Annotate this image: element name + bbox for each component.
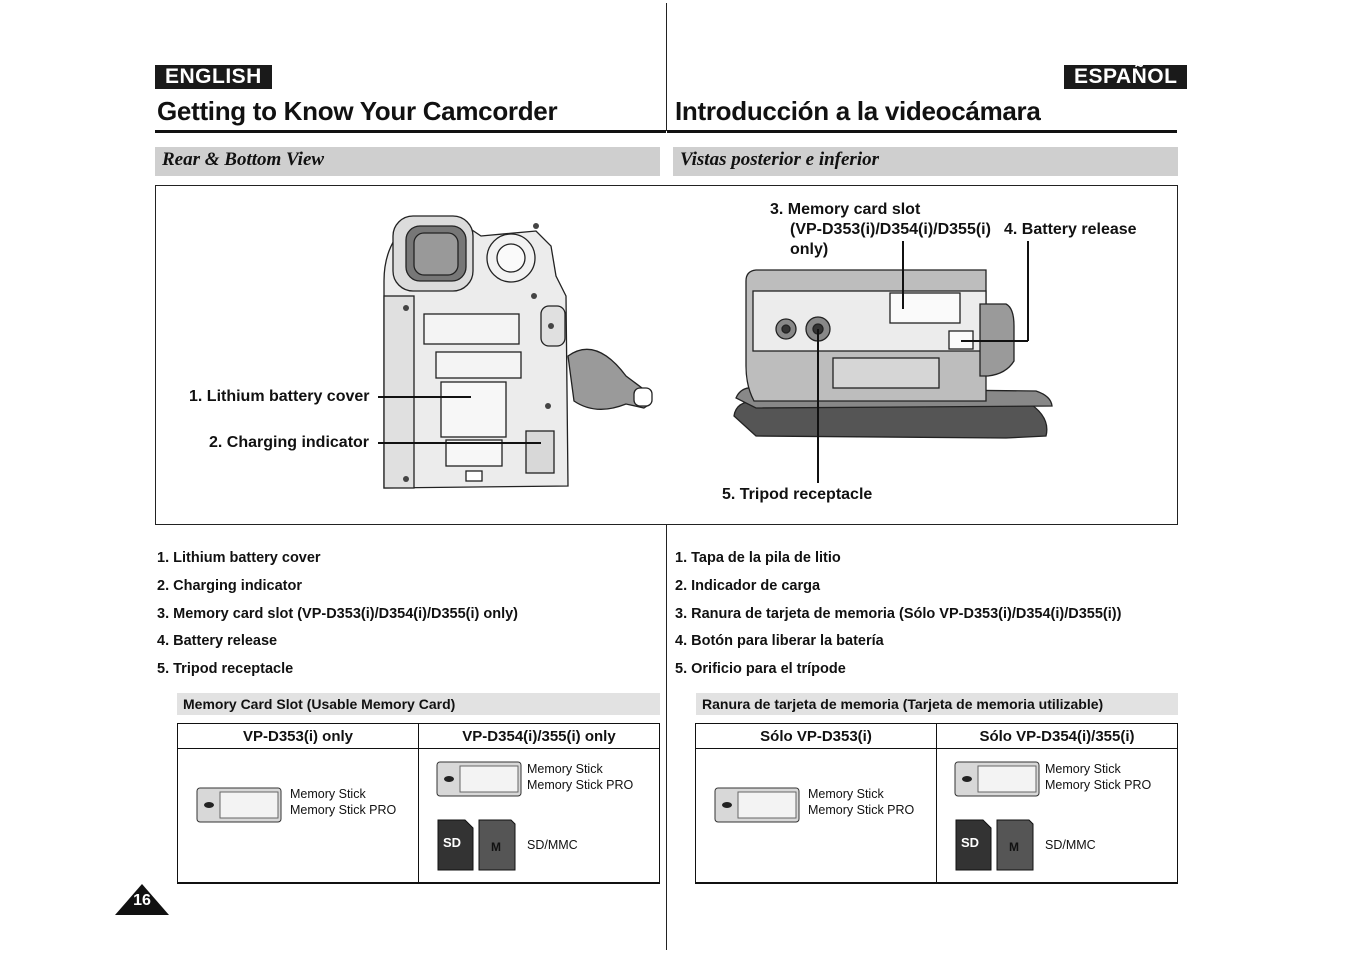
list-item: 2. Indicador de carga <box>675 577 821 594</box>
section-title-spanish: Vistas posterior e inferior <box>680 149 879 170</box>
memory-stick-pro-label: Memory Stick PRO <box>808 803 915 817</box>
table-header: Sólo VP-D354(i)/355(i) <box>936 723 1178 749</box>
list-item: 3. Memory card slot (VP-D353(i)/D354(i)/… <box>157 605 518 622</box>
svg-text:M: M <box>491 840 501 854</box>
parts-list-english: 1. Lithium battery cover 2. Charging ind… <box>157 548 518 687</box>
sd-mmc-label: SD/MMC <box>527 838 578 852</box>
callout-charging-indicator: 2. Charging indicator <box>209 434 370 451</box>
memory-stick-label: Memory Stick <box>1045 762 1121 776</box>
espanol-badge: ESPAÑOL <box>1064 65 1188 89</box>
list-item: 5. Tripod receptacle <box>157 661 294 678</box>
memory-stick-icon <box>196 787 282 823</box>
list-item: 5. Orificio para el trípode <box>675 661 846 678</box>
memory-stick-label: Memory Stick <box>290 787 366 801</box>
memory-stick-pro-label: Memory Stick PRO <box>1045 778 1152 792</box>
table-cell: Memory Stick Memory Stick PRO SD M SD/MM… <box>936 748 1178 884</box>
callout-memory-slot-line3: only) <box>790 241 829 258</box>
camcorder-figure: 1. Lithium battery cover 2. Charging ind… <box>155 185 1178 525</box>
svg-text:SD: SD <box>961 835 979 850</box>
memory-stick-pro-label: Memory Stick PRO <box>527 778 634 792</box>
table-header: VP-D354(i)/355(i) only <box>418 723 660 749</box>
title-rule-right <box>667 130 1177 133</box>
callout-battery-cover: 1. Lithium battery cover <box>189 388 370 405</box>
page-number: 16 <box>133 892 151 909</box>
camcorder-rear-illustration <box>378 215 1053 489</box>
table-header: VP-D353(i) only <box>177 723 419 749</box>
callout-memory-slot-line2: (VP-D353(i)/D354(i)/D355(i) <box>790 221 991 238</box>
callout-battery-release: 4. Battery release <box>1004 221 1137 238</box>
table-header: Sólo VP-D353(i) <box>695 723 937 749</box>
page-title-english: Getting to Know Your Camcorder <box>157 96 558 126</box>
memory-stick-icon <box>714 787 800 823</box>
memory-card-bar-spanish: Ranura de tarjeta de memoria (Tarjeta de… <box>696 693 1178 715</box>
table-cell: Memory Stick Memory Stick PRO <box>177 748 419 884</box>
memory-stick-label: Memory Stick <box>527 762 603 776</box>
center-divider-bottom <box>666 523 667 950</box>
sd-mmc-card-icon: SD M <box>437 819 516 871</box>
page-number-triangle <box>115 884 169 915</box>
memory-card-heading-english: Memory Card Slot (Usable Memory Card) <box>183 696 456 712</box>
callout-memory-slot-line1: 3. Memory card slot <box>770 201 921 218</box>
memory-card-table-english: VP-D353(i) only VP-D354(i)/355(i) only M… <box>177 723 660 884</box>
svg-text:SD: SD <box>443 835 461 850</box>
sd-mmc-card-icon: SD M <box>955 819 1034 871</box>
list-item: 3. Ranura de tarjeta de memoria (Sólo VP… <box>675 605 1122 622</box>
sd-mmc-label: SD/MMC <box>1045 838 1096 852</box>
section-title-english: Rear & Bottom View <box>162 149 325 170</box>
list-item: 4. Battery release <box>157 633 278 650</box>
center-divider-top <box>666 3 667 131</box>
memory-stick-icon <box>436 761 522 797</box>
svg-text:M: M <box>1009 840 1019 854</box>
memory-stick-pro-label: Memory Stick PRO <box>290 803 397 817</box>
list-item: 1. Lithium battery cover <box>157 550 321 566</box>
parts-list-spanish: 1. Tapa de la pila de litio 2. Indicador… <box>675 548 1121 687</box>
memory-card-bar-english: Memory Card Slot (Usable Memory Card) <box>177 693 660 715</box>
memory-stick-icon <box>954 761 1040 797</box>
section-bar-english: Rear & Bottom View <box>155 147 660 176</box>
table-cell: Memory Stick Memory Stick PRO SD M SD/MM… <box>418 748 660 884</box>
page-title-spanish: Introducción a la videocámara <box>675 96 1041 126</box>
memory-card-heading-spanish: Ranura de tarjeta de memoria (Tarjeta de… <box>702 696 1104 712</box>
memory-stick-label: Memory Stick <box>808 787 884 801</box>
list-item: 1. Tapa de la pila de litio <box>675 550 841 566</box>
callout-tripod: 5. Tripod receptacle <box>722 486 873 503</box>
title-rule-left <box>155 130 666 133</box>
memory-card-table-spanish: Sólo VP-D353(i) Sólo VP-D354(i)/355(i) M… <box>695 723 1178 884</box>
list-item: 4. Botón para liberar la batería <box>675 633 884 650</box>
section-bar-spanish: Vistas posterior e inferior <box>673 147 1178 176</box>
english-badge: ENGLISH <box>155 65 272 89</box>
list-item: 2. Charging indicator <box>157 577 303 594</box>
table-cell: Memory Stick Memory Stick PRO <box>695 748 937 884</box>
